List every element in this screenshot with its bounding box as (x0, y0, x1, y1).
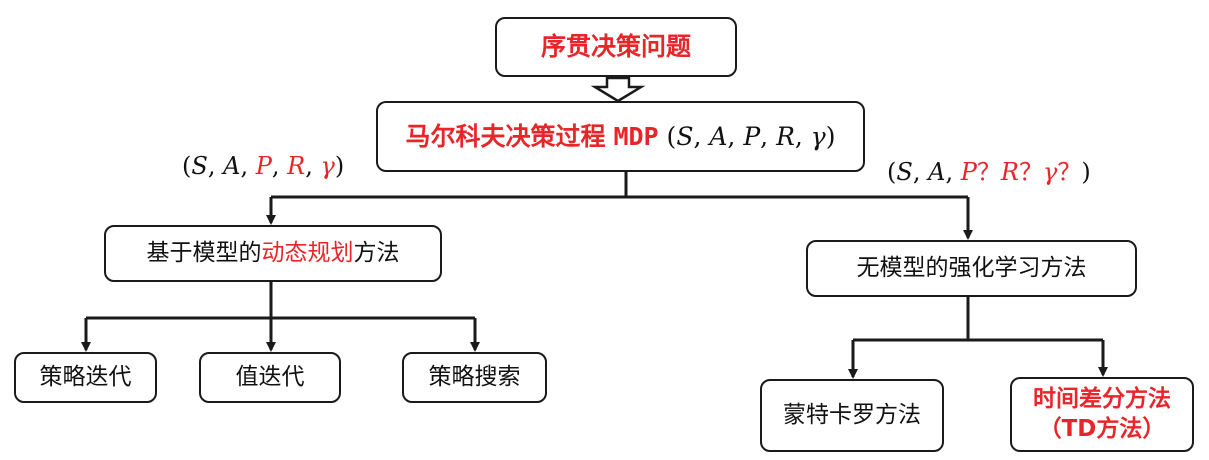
node-policy-iteration-label: 策略迭代 (39, 363, 132, 390)
node-model-free-label: 无模型的强化学习方法 (856, 254, 1087, 281)
node-model-based-prefix: 基于模型的 (146, 239, 262, 266)
annotation-known-model-tuple: (S, A, P, R, γ) (182, 152, 345, 180)
node-value-iteration-label: 值迭代 (235, 363, 305, 390)
hollow-down-arrow (590, 76, 646, 103)
node-model-based-suffix: 方法 (353, 239, 400, 266)
node-monte-carlo: 蒙特卡罗方法 (760, 379, 944, 452)
node-td-line1: 时间差分方法 (1033, 385, 1171, 412)
node-model-free-rl: 无模型的强化学习方法 (806, 240, 1137, 297)
node-model-based-highlight: 动态规划 (261, 239, 354, 266)
node-policy-iteration: 策略迭代 (14, 352, 157, 403)
node-mdp-label: 马尔科夫决策过程 (405, 121, 606, 151)
node-value-iteration: 值迭代 (199, 352, 341, 403)
node-temporal-difference: 时间差分方法 （TD方法） (1010, 377, 1194, 452)
node-td-line2: （TD方法） (1038, 415, 1166, 442)
node-sequential-decision-problem-label: 序贯决策问题 (540, 32, 691, 61)
node-monte-carlo-label: 蒙特卡罗方法 (783, 401, 921, 428)
node-mdp: 马尔科夫决策过程 MDP (S, A, P, R, γ) (376, 101, 865, 172)
annotation-unknown-model-tuple: (S, A, P？R？γ？) (887, 158, 1091, 186)
node-policy-search-label: 策略搜索 (428, 363, 521, 390)
node-sequential-decision-problem: 序贯决策问题 (495, 17, 737, 77)
node-model-based-dp: 基于模型的动态规划方法 (104, 225, 442, 282)
node-policy-search: 策略搜索 (402, 352, 547, 403)
node-mdp-abbr: MDP (613, 121, 659, 151)
node-mdp-tuple: (S, A, P, R, γ) (666, 121, 836, 151)
